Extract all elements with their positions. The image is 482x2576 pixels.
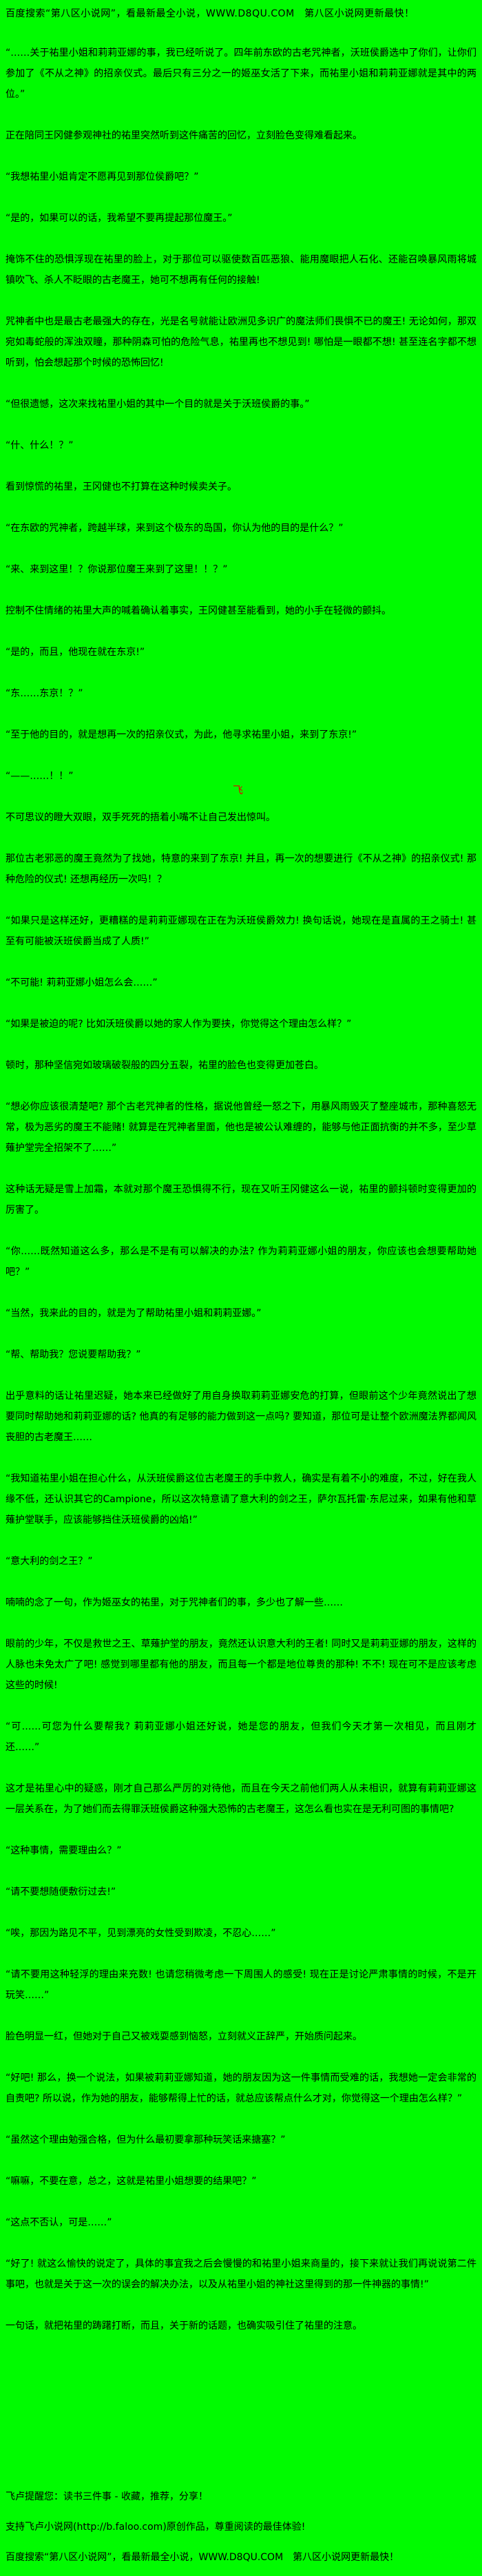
paragraph: “可……可您为什么要帮我? 莉莉亚娜小姐还好说，她是您的朋友，但我们今天才第一次… [6, 1721, 476, 1753]
page-footer: 飞卢提醒您：读书三件事 - 收藏，推荐，分享！ 支持飞卢小说网(http://b… [6, 2475, 476, 2566]
paragraph: 咒神者中也是最古老最强大的存在，光是名号就能让欧洲见多识广的魔法师们畏惧不已的魔… [6, 316, 476, 368]
paragraph: “是的，而且，他现在就在东京!” [6, 647, 145, 658]
top-site-banner: 百度搜索“第八区小说网”，看最新最全小说，WWW.D8QU.COM 第八区小说网… [6, 8, 415, 19]
paragraph: 顿时，那种坚信宛如玻璃破裂般的四分五裂，祐里的脸色也变得更加苍白。 [6, 1060, 324, 1071]
paragraph: 一句话，就把祐里的踌躇打断，而且，关于新的话题，也确实吸引住了祐里的注意。 [6, 2320, 362, 2331]
paragraph: “不可能! 莉莉亚娜小姐怎么会……” [6, 977, 158, 988]
paragraph: 掩饰不住的恐惧浮现在祐里的脸上，对于那位可以驱使数百匹恶狼、能用魔眼把人石化、还… [6, 254, 476, 286]
bottom-site-banner: 百度搜索“第八区小说网”，看最新最全小说，WWW.D8QU.COM 第八区小说网… [6, 2552, 399, 2563]
paragraph: 看到惊慌的祐里，王冈健也不打算在这种时候卖关子。 [6, 481, 237, 492]
paragraph: 这才是祐里心中的疑惑，刚才自己那么严厉的对待他，而且在今天之前他们两人从未相识，… [6, 1783, 476, 1815]
paragraph: “虽然这个理由勉强合格，但为什么最初要拿那种玩笑话来搪塞？” [6, 2134, 286, 2146]
paragraph: 控制不住情绪的祐里大声的喊着确认着事实，王冈健甚至能看到，她的小手在轻微的颤抖。 [6, 605, 391, 616]
paragraph: 脸色明显一红，但她对于自己又被戏耍感到恼怒，立刻就义正辞严，开始质问起来。 [6, 2031, 362, 2042]
paragraph: “你……既然知道这么多，那么是不是有可以解决的办法? 作为莉莉亚娜小姐的朋友，你… [6, 1246, 476, 1278]
paragraph: “但很遗憾，这次来找祐里小姐的其中一个目的就是关于沃班侯爵的事。” [6, 399, 310, 410]
paragraph: 那位古老邪恶的魔王竟然为了找她，特意的来到了东京! 并且，再一次的想要进行《不从… [6, 853, 476, 885]
novel-content: “……关于祐里小姐和莉莉亚娜的事，我已经听说了。四年前东欧的古老咒神者，沃班侯爵… [6, 43, 476, 2336]
paragraph: “嘛嘛，不要在意，总之，这就是祐里小姐想要的结果吧？” [6, 2176, 257, 2187]
paragraph: “请不要想随便敷衍过去!” [6, 1887, 116, 1898]
paragraph: “帮、帮助我？您说要帮助我？” [6, 1349, 141, 1360]
paragraph: “我想祐里小姐肯定不愿再见到那位侯爵吧？” [6, 172, 199, 183]
paragraph: “至于他的目的，就是想再一次的招亲仪式，为此，他寻求祐里小姐，来到了东京!” [6, 729, 357, 740]
paragraph: “是的，如果可以的话，我希望不要再提起那位魔王。” [6, 213, 233, 224]
paragraph: “——……！！” [6, 771, 74, 782]
paragraph: 这种话无疑是雪上加霜，本就对那个魔王恐惧得不行，现在又听王冈健这么一说，祐里的颤… [6, 1184, 476, 1216]
paragraph: “如果只是这样还好，更糟糕的是莉莉亚娜现在正在为沃班侯爵效力! 换句话说，她现在… [6, 915, 476, 947]
paragraph: 眼前的少年，不仅是救世之王、草薙护堂的朋友，竟然还认识意大利的王者! 同时又是莉… [6, 1639, 476, 1691]
faloo-support-link[interactable]: 支持飞卢小说网(http://b.faloo.com)原创作品，尊重阅读的最佳体… [6, 2522, 306, 2533]
paragraph: “当然，我来此的目的，就是为了帮助祐里小姐和莉莉亚娜。” [6, 1308, 262, 1319]
paragraph: “请不要用这种轻浮的理由来充数! 也请您稍微考虑一下周围人的感受! 现在正是讨论… [6, 1969, 476, 2001]
reader-reminder: 飞卢提醒您：读书三件事 - 收藏，推荐，分享！ [6, 2491, 208, 2502]
paragraph: “东……东京！？” [6, 688, 83, 699]
paragraph: 喃喃的念了一句，作为姬巫女的祐里，对于咒神者们的事，多少也了解一些…… [6, 1597, 343, 1608]
paragraph: “……关于祐里小姐和莉莉亚娜的事，我已经听说了。四年前东欧的古老咒神者，沃班侯爵… [6, 48, 476, 100]
paragraph: “意大利的剑之王？” [6, 1556, 93, 1567]
paragraph: “什、什么！？” [6, 440, 74, 451]
paragraph: “这点不否认，可是……” [6, 2217, 112, 2228]
paragraph: 不可思议的瞪大双眼，双手死死的捂着小嘴不让自己发出惊叫。 [6, 812, 275, 823]
paragraph: 出乎意料的话让祐里迟疑，她本来已经做好了用自身换取莉莉亚娜安危的打算，但眼前这个… [6, 1391, 476, 1443]
paragraph: “好了! 就这么愉快的说定了，具体的事宜我之后会慢慢的和祐里小姐来商量的，接下来… [6, 2258, 476, 2290]
paragraph: “我知道祐里小姐在担心什么，从沃班侯爵这位古老魔王的手中救人，确实是有着不小的难… [6, 1473, 476, 1526]
paragraph: 正在陪同王冈健参观神社的祐里突然听到这件痛苦的回忆，立刻脸色变得难看起来。 [6, 130, 362, 141]
paragraph: “如果是被迫的呢? 比如沃班侯爵以她的家人作为要挟，你觉得这个理由怎么样？” [6, 1019, 352, 1030]
paragraph: “来、来到这里！？你说那位魔王来到了这里！！？” [6, 564, 228, 575]
paragraph: “在东欧的咒神者，跨越半球，来到这个极东的岛国，你认为他的目的是什么？” [6, 523, 344, 534]
paragraph: “这种事情，需要理由么？” [6, 1845, 122, 1856]
paragraph: “好吧! 那么，换一个说法，如果被莉莉亚娜知道，她的朋友因为这一件事情而受难的话… [6, 2073, 476, 2104]
faloo-watermark-icon: 飞 [233, 784, 244, 796]
paragraph: “唉，那因为路见不平，见到漂亮的女性受到欺凌，不忍心……” [6, 1928, 276, 1939]
paragraph: “想必你应该很清楚吧? 那个古老咒神者的性格，据说他曾经一怒之下，用暴风雨毁灭了… [6, 1101, 476, 1154]
